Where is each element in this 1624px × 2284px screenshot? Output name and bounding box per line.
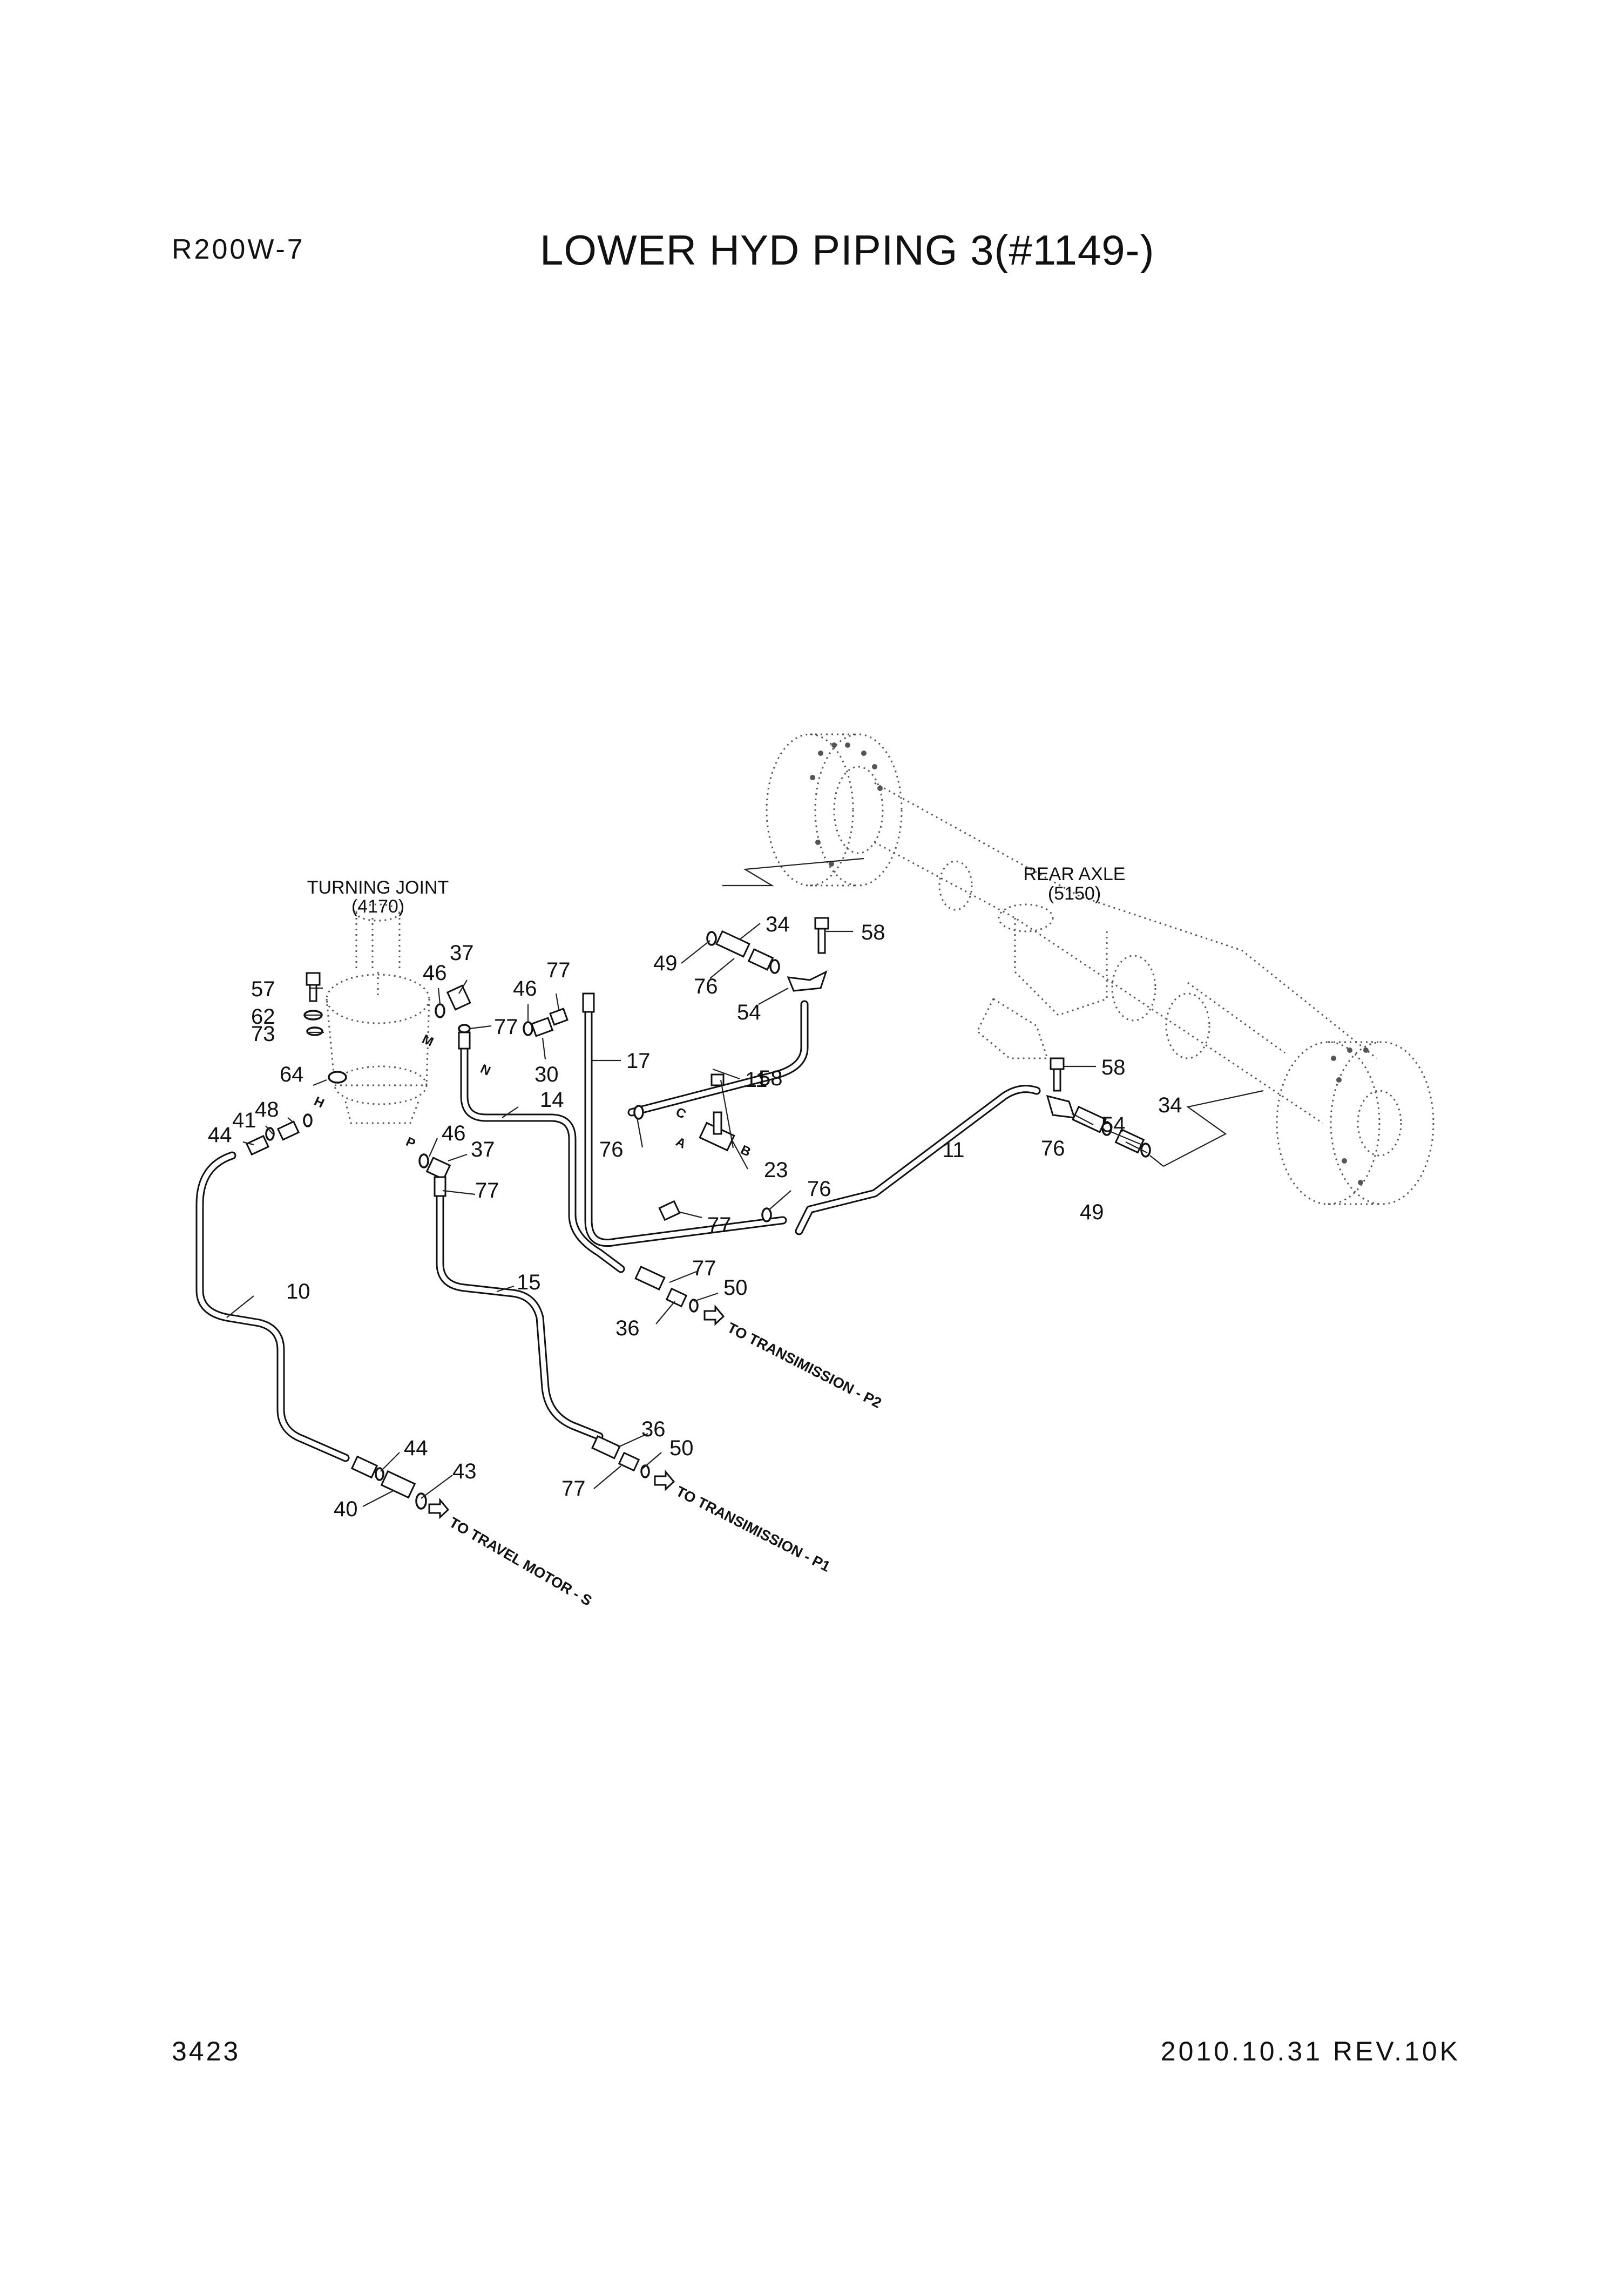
callout-23: 23 [764, 1158, 788, 1182]
callout-36-p1: 36 [641, 1417, 666, 1441]
callout-44-left: 44 [208, 1123, 232, 1147]
callout-58-mid: 58 [759, 1066, 783, 1090]
page-number: 3423 [172, 2036, 241, 2066]
callout-73: 73 [251, 1022, 275, 1046]
callout-77-p2: 77 [692, 1256, 716, 1280]
leader-lines [226, 857, 1264, 1507]
port-c: C [673, 1105, 688, 1122]
rear-axle-ref: (5150) [1048, 883, 1101, 904]
callout-49-upper: 49 [653, 951, 678, 975]
callout-54-upper: 54 [737, 1001, 761, 1024]
callout-37-top: 37 [450, 941, 474, 965]
turning-joint-drawing [326, 903, 430, 1124]
callout-30: 30 [534, 1063, 559, 1086]
callout-37-p: 37 [471, 1138, 495, 1161]
hose-17 [584, 1000, 787, 1247]
callout-44-travel: 44 [404, 1436, 428, 1460]
callout-64: 64 [280, 1063, 304, 1086]
callout-41: 41 [232, 1109, 256, 1132]
turning-joint-label: TURNING JOINT [307, 877, 449, 898]
hose-15 [436, 1192, 604, 1441]
callout-48: 48 [255, 1098, 279, 1121]
callout-57: 57 [251, 977, 275, 1001]
callout-34-upper: 34 [766, 913, 790, 936]
callout-77-p: 77 [475, 1179, 499, 1202]
callout-58-right: 58 [1101, 1056, 1126, 1079]
hose-14 [460, 1032, 625, 1273]
callout-14: 14 [540, 1088, 564, 1112]
callout-36-p2: 36 [615, 1316, 640, 1340]
callout-15: 15 [517, 1271, 541, 1294]
callout-76-right: 76 [1041, 1137, 1065, 1160]
callout-50-p1: 50 [669, 1436, 694, 1460]
hose-10 [195, 1151, 350, 1462]
destination-arrows [428, 1304, 725, 1519]
callout-62: 62 [251, 1005, 275, 1029]
destination-p1: TO TRANSIMISSION - P1 [673, 1483, 833, 1575]
hose-11-upper [627, 1000, 809, 1117]
callout-49-right: 49 [1080, 1200, 1104, 1224]
destination-travel-motor: TO TRAVEL MOTOR - S [446, 1514, 594, 1609]
callouts: 57 62 73 64 37 46 46 77 77 30 17 14 11 1… [208, 913, 1182, 1521]
callout-77-top: 77 [546, 958, 571, 982]
callout-34-right: 34 [1158, 1093, 1182, 1117]
callout-76-mid: 76 [599, 1138, 624, 1161]
callout-17: 17 [626, 1049, 651, 1073]
callout-50-p2: 50 [723, 1276, 748, 1300]
turning-joint-ref: (4170) [351, 896, 404, 917]
port-p: P [403, 1134, 417, 1151]
rear-axle-drawing [766, 733, 1434, 1205]
port-m: M [419, 1032, 436, 1050]
callout-46-mid: 46 [513, 977, 537, 1001]
revision-date: 2010.10.31 REV.10K [1160, 2036, 1460, 2066]
callout-46-p: 46 [442, 1121, 466, 1145]
callout-58-upper: 58 [861, 921, 885, 944]
callout-43: 43 [452, 1459, 477, 1483]
fittings [245, 917, 1151, 1510]
rear-axle-label: REAR AXLE [1024, 864, 1126, 884]
callout-77-tee: 77 [707, 1213, 732, 1237]
callout-40: 40 [334, 1497, 358, 1521]
hose-11-lower [795, 1085, 1041, 1235]
callout-76-tee: 76 [807, 1177, 831, 1201]
callout-77-left: 77 [494, 1015, 518, 1039]
destination-p2: TO TRANSIMISSION - P2 [725, 1320, 884, 1411]
callout-77-p1: 77 [561, 1477, 586, 1501]
port-h: H [312, 1094, 326, 1111]
callout-11-upper: 11 [745, 1068, 768, 1092]
port-a: A [673, 1134, 688, 1152]
callout-11-lower: 11 [942, 1138, 965, 1162]
port-n: N [478, 1062, 492, 1079]
model-code: R200W-7 [172, 234, 305, 265]
callout-54-right: 54 [1101, 1113, 1126, 1137]
page-title: LOWER HYD PIPING 3(#1149-) [540, 226, 1155, 274]
callout-10: 10 [286, 1280, 310, 1303]
callout-76-upper: 76 [694, 975, 718, 998]
port-b: B [738, 1143, 753, 1160]
callout-46-top: 46 [423, 961, 447, 985]
